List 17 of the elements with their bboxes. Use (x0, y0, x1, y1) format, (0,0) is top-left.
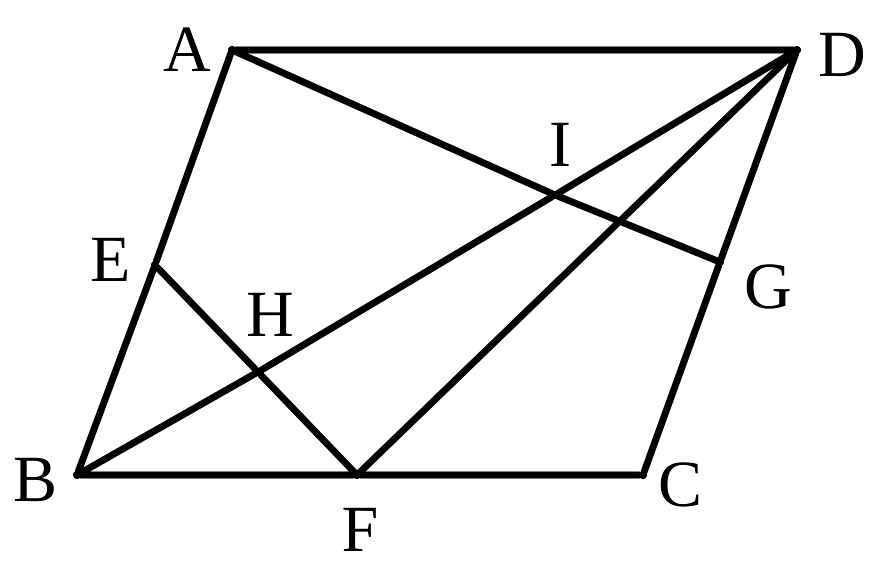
line-segment (555, 193, 720, 264)
point-label: B (13, 447, 58, 513)
line-segment (258, 194, 556, 374)
line-segment (154, 264, 259, 373)
line-segment (358, 472, 642, 478)
point-label: G (744, 254, 792, 320)
line-segment (152, 50, 234, 265)
point-label: H (246, 282, 294, 348)
line-segment (78, 472, 356, 478)
point-label: I (549, 112, 571, 178)
point-label: D (818, 22, 866, 88)
point-label: C (658, 452, 702, 518)
point-label: A (163, 17, 211, 83)
line-segment (640, 262, 722, 475)
point-label: E (90, 227, 130, 293)
point-label: F (342, 497, 378, 563)
line-segment (232, 46, 796, 54)
